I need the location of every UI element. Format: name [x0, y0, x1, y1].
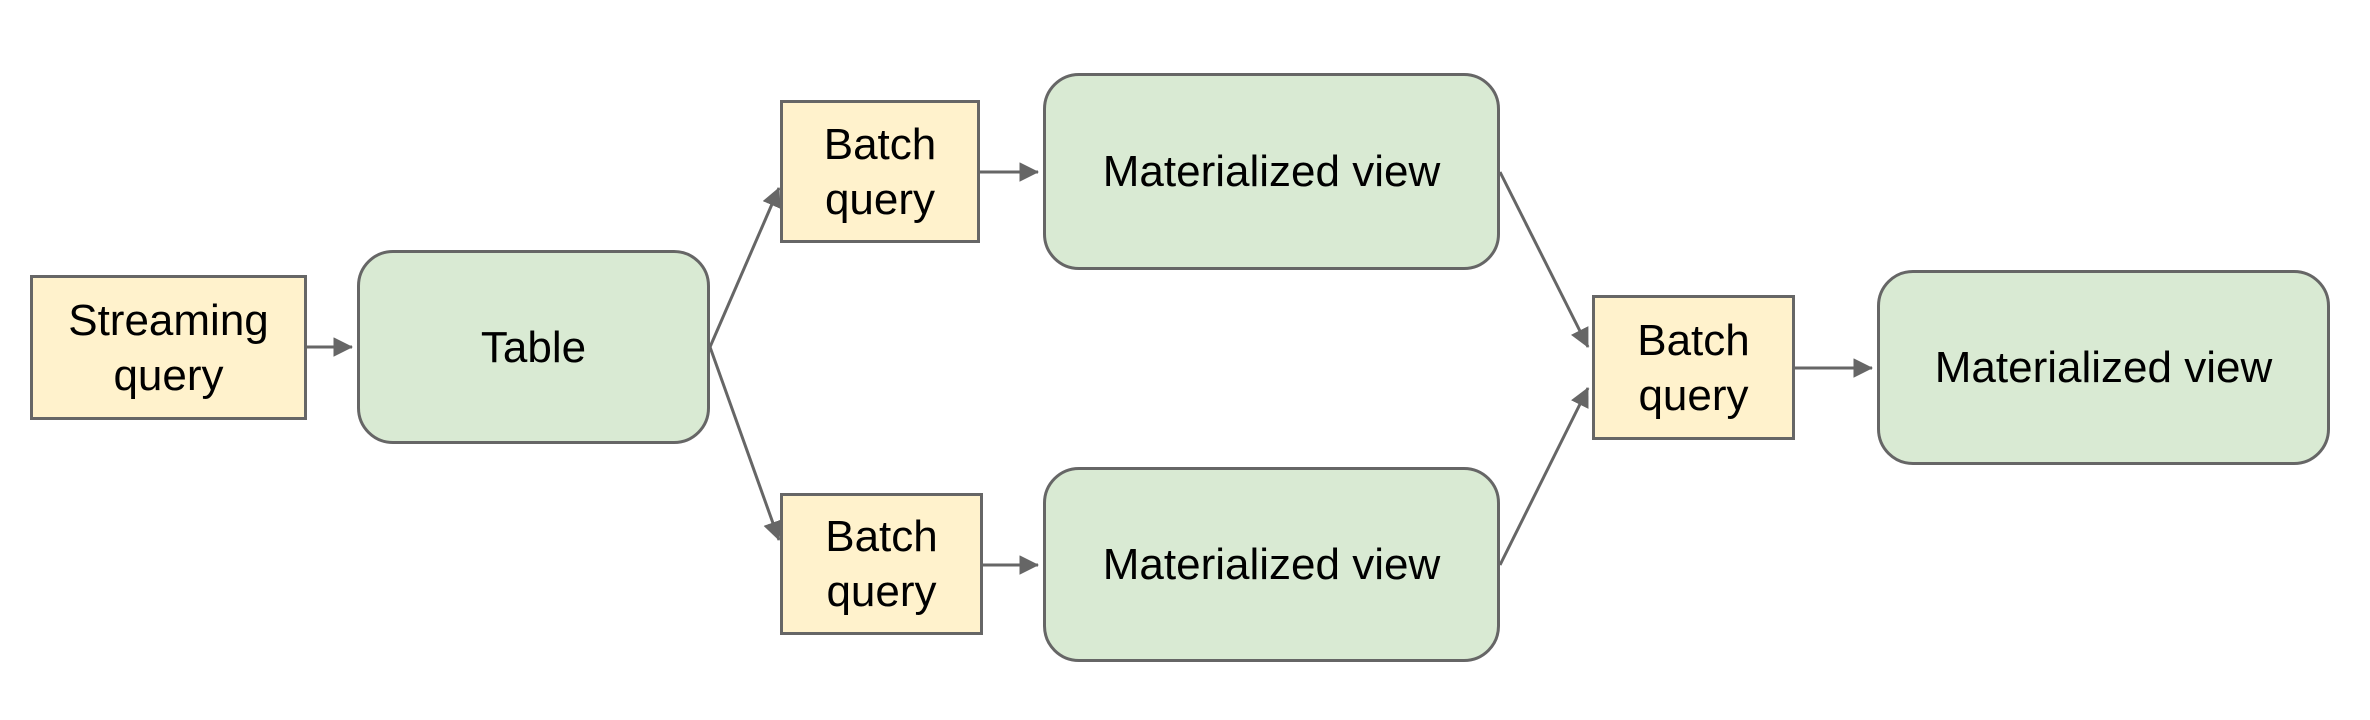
node-materialized-view-right-label: Materialized view	[1934, 343, 2273, 392]
node-materialized-view-top: Materialized view	[1043, 73, 1500, 270]
node-batch-query-right: Batch query	[1592, 295, 1795, 440]
edge-table-to-batch-query-top	[708, 187, 781, 348]
node-materialized-view-right: Materialized view	[1877, 270, 2330, 465]
node-batch-query-bottom: Batch query	[780, 493, 983, 635]
node-table-label: Table	[480, 322, 587, 372]
node-batch-query-right-label: Batch query	[1637, 315, 1750, 420]
node-streaming-query-label: Streaming query	[68, 295, 269, 400]
node-materialized-view-bottom: Materialized view	[1043, 467, 1500, 662]
node-streaming-query: Streaming query	[30, 275, 307, 420]
node-table: Table	[357, 250, 710, 444]
node-materialized-view-top-label: Materialized view	[1102, 147, 1441, 196]
edge-materialized-view-bottom-to-batch-query-right	[1498, 387, 1590, 566]
node-batch-query-top-label: Batch query	[823, 119, 937, 224]
node-batch-query-top: Batch query	[780, 100, 980, 243]
node-materialized-view-bottom-label: Materialized view	[1102, 540, 1441, 589]
edge-table-to-batch-query-bottom	[708, 346, 782, 541]
node-batch-query-bottom-label: Batch query	[825, 512, 938, 616]
edge-materialized-view-top-to-batch-query-right	[1498, 171, 1590, 348]
